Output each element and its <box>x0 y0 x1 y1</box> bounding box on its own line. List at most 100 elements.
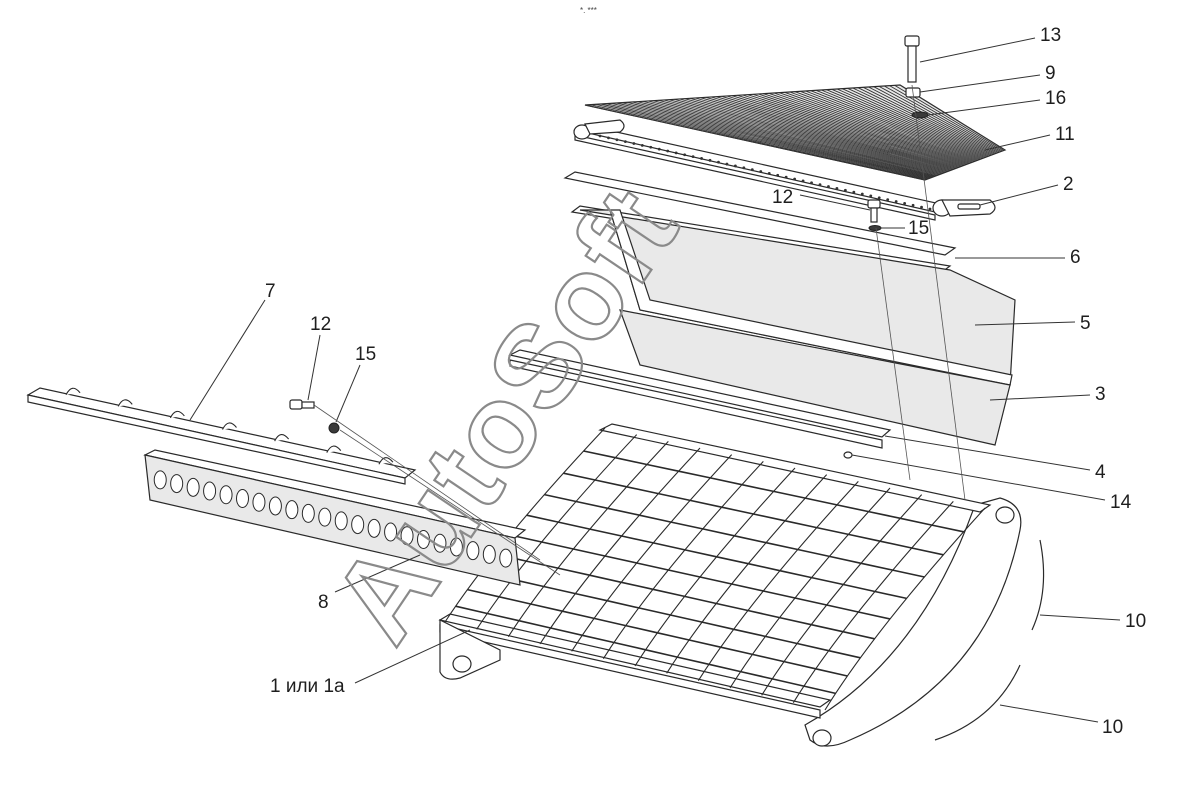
grate-rib <box>642 100 940 175</box>
bar-hole <box>852 190 856 194</box>
bar-hole <box>759 170 763 173</box>
grate-rib <box>873 86 999 153</box>
bar-hole <box>708 158 712 162</box>
bar-hole <box>649 145 653 149</box>
grate-rib <box>863 86 996 154</box>
perforation-hole <box>268 496 282 516</box>
callout-14: 14 <box>1110 492 1132 513</box>
callout-7: 7 <box>265 281 276 302</box>
part-7-comb-bar <box>26 387 417 485</box>
grate-rib <box>710 96 958 169</box>
bar-hole <box>886 198 890 202</box>
concave-rib <box>583 450 964 533</box>
grate-rib <box>768 92 972 163</box>
grate-rib <box>842 88 991 156</box>
bar-hole <box>827 185 830 188</box>
grate-rib <box>742 94 966 166</box>
perforation-hole <box>252 492 266 512</box>
grate-rib <box>600 103 930 179</box>
grate-rib <box>878 85 1000 153</box>
grate-rib <box>784 91 976 162</box>
grate-rib <box>632 101 938 176</box>
watermark: AutoSoft <box>307 165 704 665</box>
perforation-hole <box>285 500 299 520</box>
grate-rib <box>800 90 980 160</box>
grate-rib <box>647 100 942 175</box>
bar-hole <box>683 153 687 157</box>
bar-hole <box>607 136 610 140</box>
bar-hole <box>793 177 797 181</box>
comb-tooth <box>326 445 342 453</box>
callout-9: 9 <box>1045 63 1056 84</box>
callout-10-lower: 10 <box>1102 717 1123 738</box>
bar-hole <box>928 207 932 211</box>
grate-rib <box>805 90 982 160</box>
comb-tooth <box>169 410 185 419</box>
grate-rib <box>668 99 947 173</box>
perforation-hole <box>203 481 217 501</box>
perforation-hole <box>153 470 167 490</box>
callout-10-upper: 10 <box>1125 611 1146 632</box>
grate-rib <box>674 98 948 172</box>
grate-rib <box>705 96 956 169</box>
part-3-lower-panel <box>619 309 1011 446</box>
bar-hole <box>894 200 898 203</box>
perforation-hole <box>301 503 315 523</box>
callout-1: 1 или 1а <box>270 676 345 697</box>
bar-hole <box>903 201 907 205</box>
grate-rib <box>605 103 931 179</box>
comb-tooth <box>65 387 81 396</box>
perforation-hole <box>449 537 463 557</box>
bar-hole <box>911 203 915 207</box>
bar-hole <box>598 134 602 138</box>
concave-rib <box>480 571 861 659</box>
leader-lines <box>189 37 1121 723</box>
grate-rib <box>789 91 978 161</box>
bar-hole <box>666 149 670 153</box>
grate-rib <box>857 87 995 155</box>
grate-rib <box>679 98 950 172</box>
perforation-hole <box>417 530 430 549</box>
concave-rib <box>494 553 875 640</box>
concave-rib <box>467 588 848 677</box>
bar-hole <box>725 162 729 166</box>
concave-crossbar <box>634 467 796 667</box>
grate-rib <box>852 87 994 155</box>
part-14-screw <box>843 451 853 459</box>
bar-hole <box>733 164 737 168</box>
grate-rib <box>595 103 928 180</box>
grate-rib <box>584 104 926 181</box>
grate-rib <box>836 88 990 157</box>
bar-hole <box>801 179 805 183</box>
bar-hole <box>869 194 873 198</box>
grate-rib <box>773 92 974 163</box>
grate-rib <box>716 96 959 168</box>
callout-4: 4 <box>1095 462 1106 483</box>
part-4-angle-bar <box>508 349 892 449</box>
grate-rib <box>621 102 935 177</box>
grate-rib <box>821 89 986 158</box>
grate-rib <box>684 98 951 171</box>
bar-hole <box>700 157 703 160</box>
grate-rib <box>658 99 944 174</box>
concave-crossbar <box>666 474 828 674</box>
concave-rib <box>509 534 891 620</box>
bar-hole <box>657 147 661 151</box>
callout-5: 5 <box>1080 313 1091 334</box>
grate-rib <box>653 100 943 174</box>
header-mark: *. *** <box>580 6 597 15</box>
part-10-upper-strip <box>1031 539 1045 631</box>
callout-labels: 13 9 16 11 2 12 15 6 5 3 4 14 7 12 15 8 … <box>265 25 1146 738</box>
perforation-hole <box>384 522 398 542</box>
bar-hole <box>717 160 720 164</box>
perforation-hole <box>400 526 414 546</box>
bar-hole <box>860 192 864 196</box>
callout-13: 13 <box>1040 25 1061 46</box>
grate-rib <box>700 97 955 170</box>
grate-rib <box>737 94 964 166</box>
concave-rib <box>526 514 907 600</box>
grate-rib <box>826 89 987 158</box>
bar-hole <box>623 140 627 144</box>
bar-hole <box>877 196 881 200</box>
